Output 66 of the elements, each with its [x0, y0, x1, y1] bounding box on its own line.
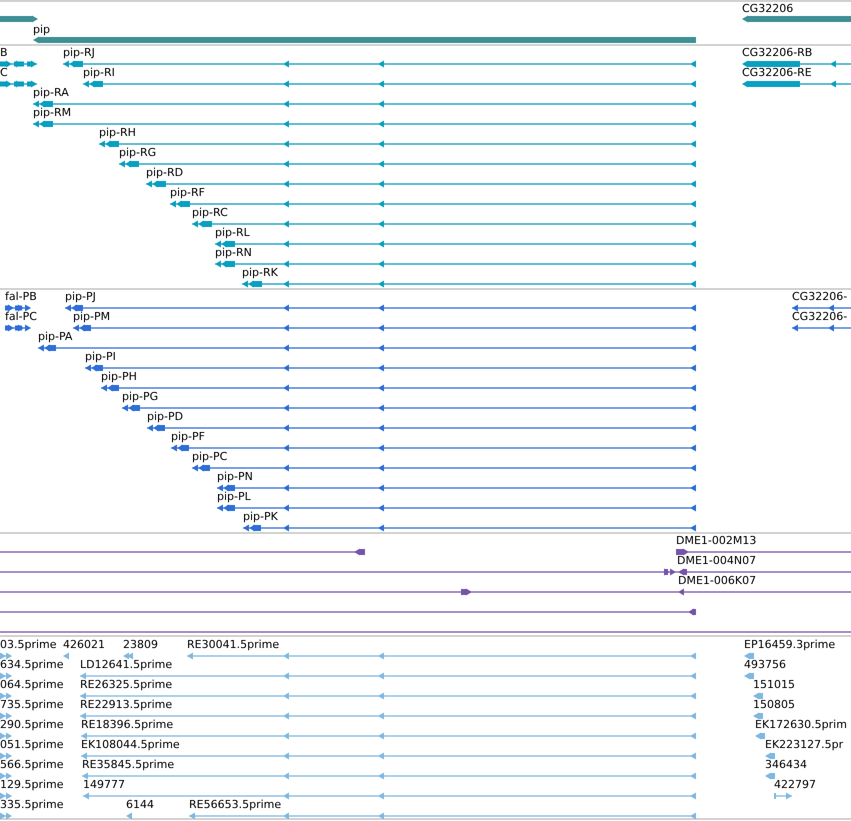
feature-label: 149777: [83, 778, 125, 791]
feature-label: pip-PC: [192, 450, 228, 463]
feature-label: DME1-002M13: [676, 534, 756, 547]
feature-label: fal-PB: [5, 290, 37, 303]
feature-label: RE18396.5prime: [81, 718, 174, 731]
feature-label: pip-RK: [242, 266, 278, 279]
feature-label: CG32206-RE: [742, 66, 812, 79]
feature-label: 23809: [123, 638, 158, 651]
feature-label: RE22913.5prime: [80, 698, 172, 711]
feature-label: RE35845.5prime: [82, 758, 174, 771]
feature-label: 422797: [774, 778, 816, 791]
feature-label: pip-RH: [99, 126, 136, 139]
feature-label: 051.5prime: [0, 738, 64, 751]
feature-label: pip-RG: [119, 146, 156, 159]
feature-label: pip-RA: [33, 86, 69, 99]
feature-label: 6144: [126, 798, 154, 811]
feature-label: pip-PI: [85, 350, 116, 363]
feature-label: pip-PG: [122, 390, 158, 403]
feature-label: 03.5prime: [0, 638, 57, 651]
feature-label: pip-RL: [215, 226, 250, 239]
feature-label: pip-PD: [147, 410, 184, 423]
feature-label: DME1-006K07: [678, 574, 756, 587]
feature-label: 426021: [63, 638, 105, 651]
feature-label: 566.5prime: [0, 758, 64, 771]
feature-label: 150805: [753, 698, 795, 711]
feature-label: pip-PJ: [65, 290, 96, 303]
feature-label: pip-RD: [146, 166, 184, 179]
feature-label: pip-PF: [171, 430, 205, 443]
feature-label: 634.5prime: [0, 658, 64, 671]
feature-label: LD12641.5prime: [80, 658, 172, 671]
feature-label: pip-PN: [217, 470, 253, 483]
feature-label: DME1-004N07: [677, 554, 756, 567]
feature-label: 346434: [765, 758, 807, 771]
feature-label: pip: [33, 23, 50, 36]
feature-label: EK108044.5prime: [81, 738, 180, 751]
feature-label: CG32206-: [792, 310, 848, 323]
feature-label: 335.5prime: [0, 798, 64, 811]
feature-label: pip-PL: [217, 490, 251, 503]
feature-label: B: [0, 46, 8, 59]
feature-label: 735.5prime: [0, 698, 64, 711]
feature-label: CG32206-RB: [742, 46, 812, 59]
feature-label: CG32206-: [792, 290, 848, 303]
feature-label: EK223127.5pr: [765, 738, 844, 751]
feature-label: 064.5prime: [0, 678, 64, 691]
feature-label: RE30041.5prime: [187, 638, 280, 651]
feature-label: pip-PA: [38, 330, 72, 343]
feature-label: EP16459.3prime: [744, 638, 836, 651]
feature-label: 290.5prime: [0, 718, 64, 731]
feature-label: pip-PK: [243, 510, 278, 523]
feature-label: RE56653.5prime: [189, 798, 282, 811]
feature-label: 129.5prime: [0, 778, 64, 791]
feature-label: pip-PH: [101, 370, 137, 383]
feature-label: pip-RM: [33, 106, 72, 119]
feature-label: fal-PC: [5, 310, 37, 323]
feature-label: C: [0, 66, 8, 79]
feature-label: pip-RI: [83, 66, 115, 79]
feature-label: pip-RJ: [63, 46, 95, 59]
feature-label: RE26325.5prime: [80, 678, 172, 691]
feature-label: pip-RF: [170, 186, 205, 199]
feature-label: CG32206: [742, 2, 794, 15]
feature-label: 493756: [744, 658, 786, 671]
feature-label: pip-RC: [192, 206, 228, 219]
feature-label: pip-PM: [73, 310, 110, 323]
feature-label: pip-RN: [215, 246, 252, 259]
feature-label: EK172630.5prim: [755, 718, 847, 731]
feature-label: 151015: [753, 678, 795, 691]
